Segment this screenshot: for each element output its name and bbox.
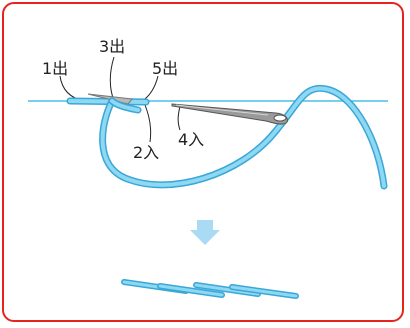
arrow-down-icon — [190, 220, 220, 245]
leader-step2 — [144, 104, 152, 143]
thread-loop — [99, 84, 388, 190]
label-step2: 2入 — [133, 143, 159, 162]
label-step4: 4入 — [178, 130, 204, 149]
label-step5: 5出 — [152, 59, 178, 78]
sewing-needle-icon — [171, 103, 289, 125]
label-step3: 3出 — [99, 37, 125, 56]
result-stitches — [121, 279, 299, 299]
leader-step5 — [141, 75, 159, 102]
diagram-frame — [2, 2, 404, 322]
leader-step3 — [109, 56, 115, 102]
leader-step4 — [177, 105, 181, 131]
label-step1: 1出 — [42, 59, 68, 78]
leader-step1 — [59, 75, 85, 102]
